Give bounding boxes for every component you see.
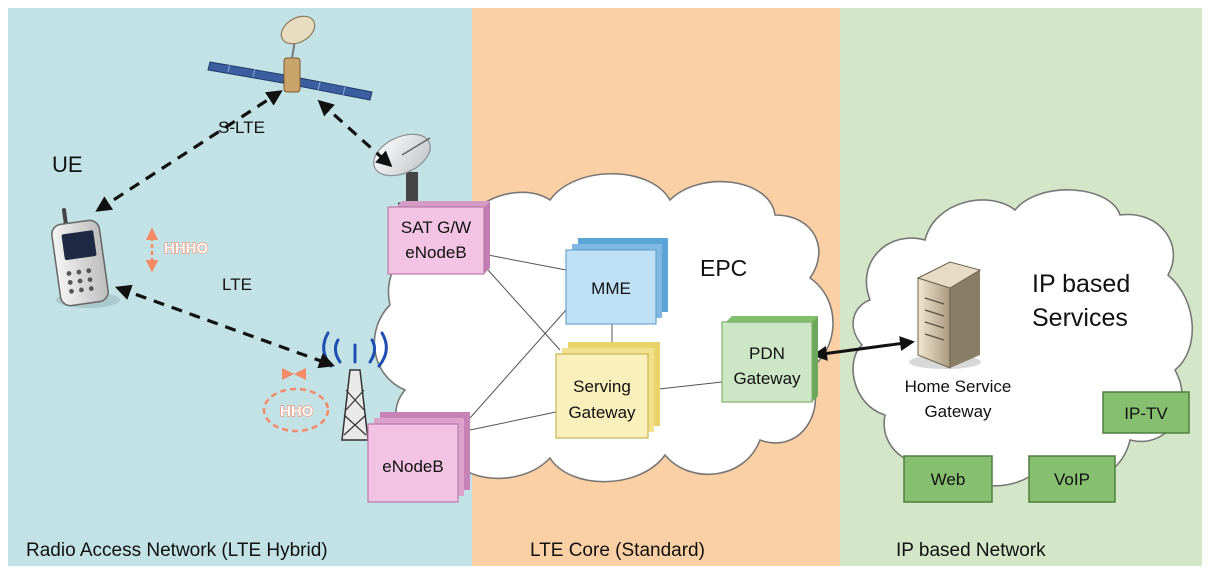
hho-indicator [262, 368, 330, 433]
pdn-gateway-node [721, 316, 818, 403]
mme-node [565, 238, 668, 325]
ip-services-title-1: IP based [1032, 270, 1130, 298]
home-gw-label-2: Gateway [924, 402, 992, 421]
voip-box [1028, 455, 1116, 503]
iptv-box [1102, 391, 1190, 434]
epc-label: EPC [700, 255, 747, 281]
enodeb-node [367, 412, 470, 503]
iptv-label: IP-TV [1124, 404, 1168, 423]
mobile-phone-icon [51, 208, 120, 308]
web-label: Web [931, 470, 966, 489]
enodeb-label: eNodeB [382, 457, 443, 476]
ue-satellite-link [95, 90, 283, 212]
pdn-label-2: Gateway [733, 369, 801, 388]
lte-label: LTE [222, 275, 252, 294]
pdn-home-link [812, 336, 915, 361]
sgw-label-1: Serving [573, 377, 631, 396]
web-box [903, 455, 993, 503]
s-lte-label: S-LTE [218, 118, 265, 137]
pdn-label-1: PDN [749, 344, 785, 363]
sat-gw-label-1: SAT G/W [401, 218, 471, 237]
ran-region-label: Radio Access Network (LTE Hybrid) [26, 540, 328, 561]
ip-region-label: IP based Network [896, 540, 1046, 561]
mme-label: MME [591, 279, 631, 298]
voip-label: VoIP [1054, 470, 1090, 489]
serving-gateway-node [555, 342, 660, 439]
sat-gw-enodeb-node [387, 201, 490, 275]
radio-links [95, 90, 393, 369]
satellite-ground-link [317, 99, 393, 168]
server-icon [909, 261, 982, 369]
satellite-icon [207, 15, 373, 101]
ip-services-title-2: Services [1032, 304, 1128, 332]
sgw-label-2: Gateway [568, 403, 636, 422]
epc-connectors [469, 254, 723, 431]
ue-label: UE [52, 152, 83, 177]
core-region-label: LTE Core (Standard) [530, 540, 705, 561]
home-gw-label-1: Home Service [905, 377, 1012, 396]
sat-gw-label-2: eNodeB [405, 243, 466, 262]
hho-label: HHO [280, 403, 314, 420]
hhho-label: HHHO [164, 240, 208, 257]
